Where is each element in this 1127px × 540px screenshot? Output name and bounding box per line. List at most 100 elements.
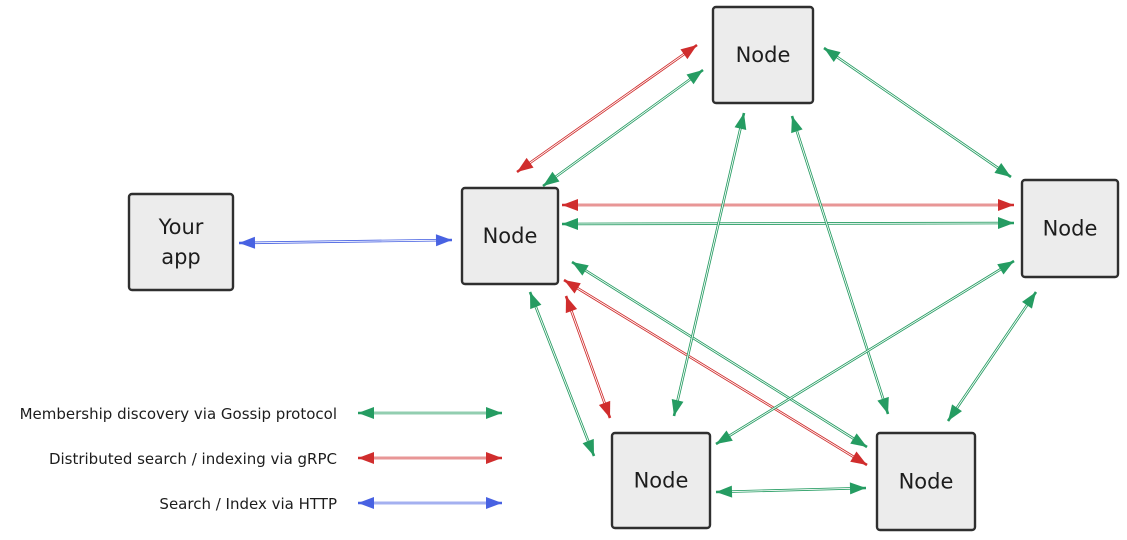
arrowhead (998, 199, 1014, 211)
edge-hub-right-grpc (562, 199, 1014, 211)
edge-top-bottom-right-gossip (790, 115, 890, 415)
arrowhead (530, 292, 542, 310)
node-right: Node (1020, 178, 1120, 279)
edge-hub-bottom-right-gossip (571, 260, 868, 449)
arrowhead (686, 70, 703, 85)
legend-item-http: Search / Index via HTTP (159, 495, 502, 513)
arrow-shaft-core (251, 239, 440, 244)
arrow-shaft-core (726, 267, 1004, 438)
arrowhead (948, 404, 962, 421)
node-bottom-right: Node (875, 431, 977, 532)
arrowhead (716, 430, 733, 444)
arrow-shaft-core (954, 302, 1030, 411)
node-label-line: Node (483, 224, 538, 248)
arrow-shaft-core (534, 303, 590, 445)
arrowhead (994, 162, 1011, 177)
edge-hub-bottom-left-gossip (528, 291, 596, 457)
arrow-shaft-core (834, 54, 1001, 171)
arrowhead (562, 199, 578, 211)
legend-label: Membership discovery via Gossip protocol (20, 405, 337, 423)
arrowhead (435, 234, 452, 247)
arrowhead (791, 116, 803, 134)
arrowhead (997, 261, 1014, 275)
arrowhead (517, 157, 534, 172)
node-top: Node (711, 5, 815, 105)
arrow-shaft-core (527, 52, 687, 165)
arrow-shaft-core (574, 286, 857, 459)
arrowhead (997, 217, 1014, 230)
arrowhead (716, 485, 733, 498)
arrowhead (680, 45, 697, 60)
legend-label: Distributed search / indexing via gRPC (49, 450, 337, 468)
node-label: Node (483, 224, 538, 248)
arrowhead (486, 497, 502, 509)
legend-item-gossip: Membership discovery via Gossip protocol (20, 405, 502, 423)
arrowhead (572, 262, 589, 276)
arrow-shaft-core (676, 125, 742, 404)
edge-hub-bottom-right-grpc (563, 278, 868, 467)
node-label-line: Node (634, 469, 689, 493)
legend-item-grpc: Distributed search / indexing via gRPC (49, 450, 502, 468)
edge-bottom-left-bottom-right-gossip (715, 482, 867, 498)
arrowhead (543, 171, 560, 186)
node-label: Node (634, 469, 689, 493)
edge-bottom-left-right-gossip (715, 259, 1015, 446)
arrowhead (824, 48, 841, 63)
node-box (127, 192, 235, 292)
node-box (460, 186, 560, 286)
node-label-line: Node (1043, 217, 1098, 241)
arrowhead (565, 296, 578, 314)
node-hub: Node (460, 186, 560, 286)
node-box (610, 431, 712, 530)
legend: Membership discovery via Gossip protocol… (20, 405, 502, 513)
arrow-shaft-core (553, 77, 693, 179)
node-bottom-left: Node (610, 431, 712, 530)
arrow-shaft-core (728, 487, 854, 493)
edge-app-hub (238, 234, 453, 249)
arrowhead (850, 433, 867, 447)
node-label-line: Node (899, 470, 954, 494)
arrowhead (358, 407, 374, 419)
legend-arrow-gossip (358, 407, 502, 419)
arrow-shaft-core (795, 128, 885, 402)
arrowhead (486, 407, 502, 419)
arrowhead (358, 452, 374, 464)
node-box (711, 5, 815, 105)
node-label-line: Your (158, 215, 204, 239)
arrowhead (849, 482, 866, 495)
arrowhead (582, 438, 594, 456)
legend-label: Search / Index via HTTP (159, 495, 337, 513)
node-label: Node (736, 43, 791, 67)
arrowhead (486, 452, 502, 464)
arrowhead (598, 400, 611, 418)
arrow-shaft-core (582, 268, 857, 441)
node-label: Node (1043, 217, 1098, 241)
edge-bottom-right-right-gossip (946, 291, 1038, 422)
edge-top-right-gossip (823, 46, 1012, 179)
arrowhead (850, 451, 867, 465)
node-label-line: Node (736, 43, 791, 67)
arrowhead (564, 280, 581, 294)
arrowhead (358, 497, 374, 509)
legend-arrow-http (358, 497, 502, 509)
edge-hub-top-grpc (516, 43, 698, 174)
node-box (875, 431, 977, 532)
arrowhead (877, 396, 889, 414)
arrowhead (734, 113, 747, 130)
legend-arrow-grpc (358, 452, 502, 464)
edge-hub-right-gossip (561, 217, 1015, 230)
edge-hub-bottom-left-grpc (564, 295, 612, 419)
arrow-shaft-core (574, 222, 1002, 225)
arrowhead (562, 217, 579, 230)
arrow-shaft-core (569, 307, 607, 407)
arrowhead (671, 399, 684, 416)
arrowhead (1022, 292, 1036, 309)
edge-top-bottom-left-gossip (671, 112, 747, 417)
node-label: Node (899, 470, 954, 494)
node-box (1020, 178, 1120, 279)
